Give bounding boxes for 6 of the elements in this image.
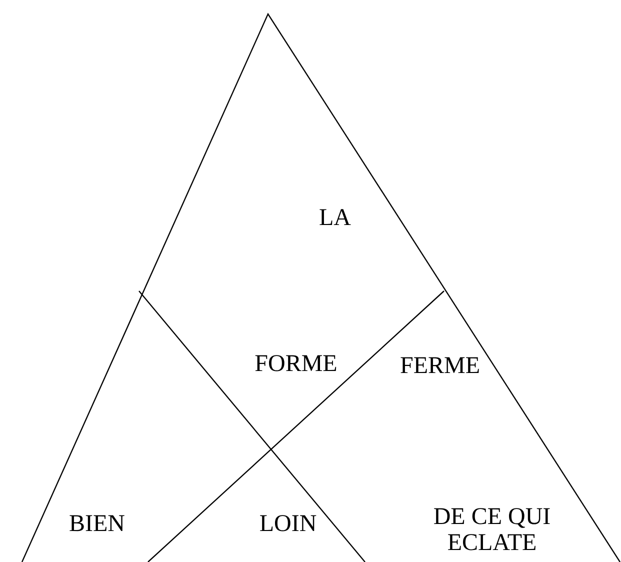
region-label: LA — [319, 205, 351, 231]
region-label: BIEN — [69, 511, 125, 537]
region-label: DE CE QUI ECLATE — [432, 504, 552, 556]
region-label: FERME — [400, 353, 480, 379]
region-label: FORME — [254, 351, 338, 377]
region-label: LOIN — [259, 511, 317, 537]
